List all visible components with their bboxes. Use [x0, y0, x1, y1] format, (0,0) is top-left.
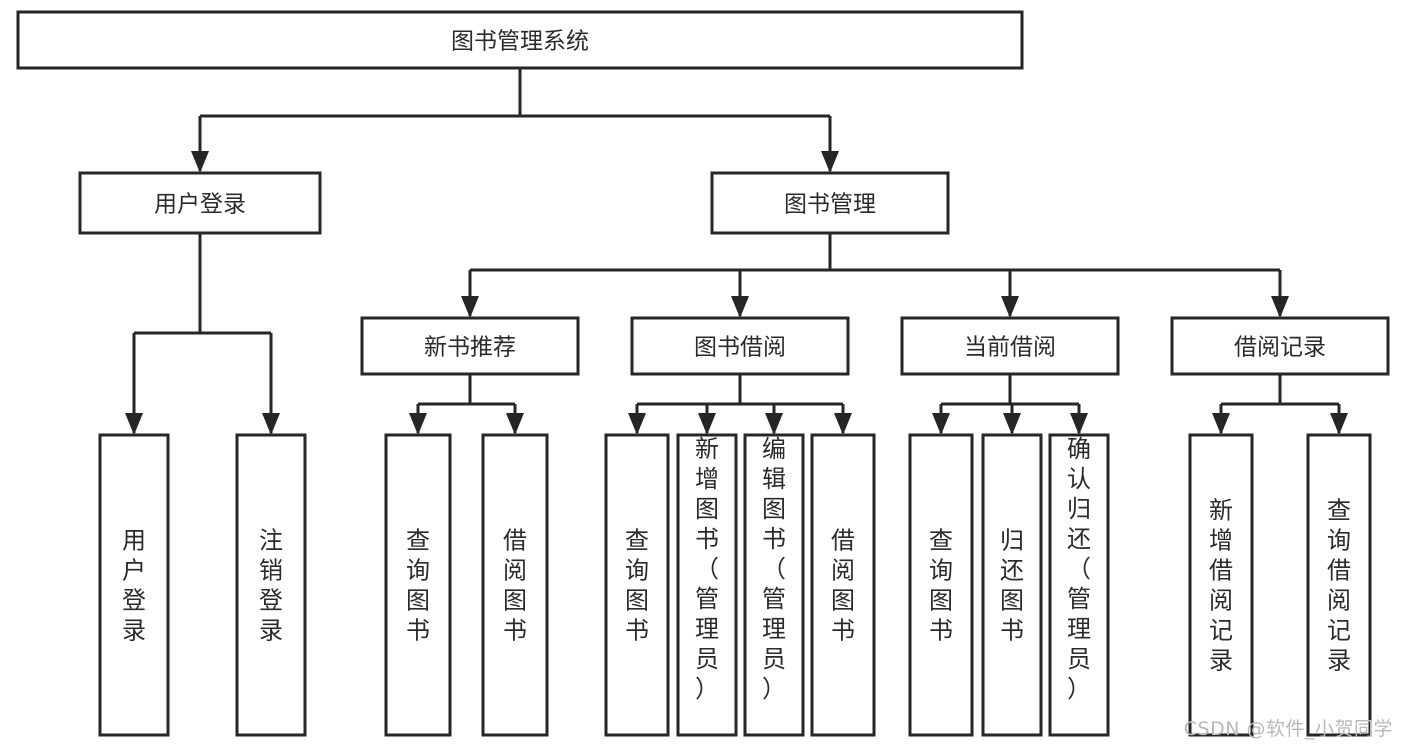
node-leaf-add-record-label: 新增借阅记录	[1209, 496, 1233, 674]
node-leaf-add-record-rect	[1188, 433, 1254, 737]
arrow-to-leaf-add-record	[1212, 413, 1230, 435]
arrow-to-leaf-query-record	[1330, 413, 1348, 435]
arrow-to-new-book-recommend	[461, 296, 479, 318]
node-leaf-logout-login-label: 注销登录	[259, 526, 283, 644]
node-leaf-edit-book-label: 编辑图书（管理员）	[762, 435, 786, 703]
arrow-to-leaf-edit-book	[765, 413, 783, 435]
node-new-book-recommend-label: 新书推荐	[424, 335, 516, 361]
arrow-to-leaf-query-book-2	[628, 413, 646, 435]
node-new-book-recommend[interactable]: 新书推荐	[360, 316, 580, 376]
node-leaf-borrow-book-1-label: 借阅图书	[503, 526, 527, 644]
node-leaf-borrow-book-2-rect	[810, 433, 876, 737]
node-leaf-logout-login[interactable]: 注销登录	[235, 433, 307, 737]
node-leaf-confirm-return[interactable]: 确认归还（管理员）	[1048, 433, 1110, 737]
node-leaf-user-login-label: 用户登录	[122, 526, 146, 644]
node-leaf-confirm-return-rect	[1048, 433, 1110, 737]
arrow-to-leaf-logout-login	[262, 413, 280, 435]
arrow-to-book-manage	[821, 151, 839, 173]
arrow-to-leaf-query-book-1	[409, 413, 427, 435]
node-current-borrow-label: 当前借阅	[964, 335, 1056, 361]
node-user-login-label: 用户登录	[154, 192, 246, 218]
arrow-to-leaf-query-book-3	[932, 413, 950, 435]
arrow-to-leaf-add-book	[698, 413, 716, 435]
node-book-manage-label: 图书管理	[784, 192, 876, 218]
arrow-to-borrow-record	[1271, 296, 1289, 318]
node-borrow-record-label: 借阅记录	[1234, 335, 1326, 361]
node-new-book-recommend-rect	[360, 316, 580, 376]
node-leaf-query-book-2-rect	[604, 433, 670, 737]
node-leaf-return-book-rect	[981, 433, 1043, 737]
node-leaf-logout-login-rect	[235, 433, 307, 737]
arrow-to-leaf-user-login	[125, 413, 143, 435]
node-leaf-edit-book-rect	[743, 433, 805, 737]
node-borrow-record[interactable]: 借阅记录	[1170, 316, 1390, 376]
node-leaf-query-book-1[interactable]: 查询图书	[384, 433, 452, 737]
node-current-borrow-rect	[900, 316, 1120, 376]
node-book-manage[interactable]: 图书管理	[710, 171, 950, 235]
node-user-login[interactable]: 用户登录	[78, 171, 322, 235]
node-leaf-return-book[interactable]: 归还图书	[981, 433, 1043, 737]
arrow-to-leaf-return-book	[1003, 413, 1021, 435]
node-leaf-query-record-label: 查询借阅记录	[1327, 496, 1351, 674]
node-leaf-add-book[interactable]: 新增图书（管理员）	[676, 433, 738, 737]
node-leaf-query-book-3-rect	[908, 433, 974, 737]
arrow-to-leaf-borrow-book-2	[834, 413, 852, 435]
node-leaf-add-record[interactable]: 新增借阅记录	[1188, 433, 1254, 737]
node-leaf-query-book-3-label: 查询图书	[929, 526, 953, 644]
node-root-label: 图书管理系统	[451, 29, 589, 55]
node-leaf-query-book-2[interactable]: 查询图书	[604, 433, 670, 737]
node-leaf-edit-book[interactable]: 编辑图书（管理员）	[743, 433, 805, 737]
node-leaf-add-book-rect	[676, 433, 738, 737]
node-leaf-query-book-2-label: 查询图书	[625, 526, 649, 644]
node-borrow-record-rect	[1170, 316, 1390, 376]
node-root-图书管理系统-rect	[16, 10, 1024, 70]
node-book-borrow-label: 图书借阅	[694, 335, 786, 361]
arrow-to-leaf-confirm-return	[1070, 413, 1088, 435]
node-leaf-confirm-return-label: 确认归还（管理员）	[1067, 435, 1091, 703]
node-leaf-user-login[interactable]: 用户登录	[98, 433, 170, 737]
nodes-layer: 图书管理系统用户登录图书管理新书推荐图书借阅当前借阅借阅记录用户登录注销登录查询…	[16, 10, 1390, 737]
node-book-borrow[interactable]: 图书借阅	[630, 316, 850, 376]
node-leaf-user-login-rect	[98, 433, 170, 737]
node-leaf-borrow-book-2-label: 借阅图书	[831, 526, 855, 644]
node-leaf-query-book-1-label: 查询图书	[406, 526, 430, 644]
connectors-layer	[125, 68, 1348, 435]
node-book-manage-rect	[710, 171, 950, 235]
node-leaf-query-book-1-rect	[384, 433, 452, 737]
node-leaf-borrow-book-1-rect	[481, 433, 549, 737]
node-leaf-query-book-3[interactable]: 查询图书	[908, 433, 974, 737]
node-user-login-rect	[78, 171, 322, 235]
arrow-to-current-borrow	[1001, 296, 1019, 318]
arrow-to-book-borrow	[731, 296, 749, 318]
node-leaf-borrow-book-2[interactable]: 借阅图书	[810, 433, 876, 737]
node-leaf-add-book-label: 新增图书（管理员）	[695, 435, 719, 703]
node-leaf-query-record[interactable]: 查询借阅记录	[1306, 433, 1372, 737]
node-root-图书管理系统[interactable]: 图书管理系统	[16, 10, 1024, 70]
node-leaf-borrow-book-1[interactable]: 借阅图书	[481, 433, 549, 737]
node-book-borrow-rect	[630, 316, 850, 376]
node-leaf-query-record-rect	[1306, 433, 1372, 737]
node-current-borrow[interactable]: 当前借阅	[900, 316, 1120, 376]
arrow-to-user-login	[191, 151, 209, 173]
node-leaf-return-book-label: 归还图书	[1000, 526, 1024, 644]
arrow-to-leaf-borrow-book-1	[506, 413, 524, 435]
